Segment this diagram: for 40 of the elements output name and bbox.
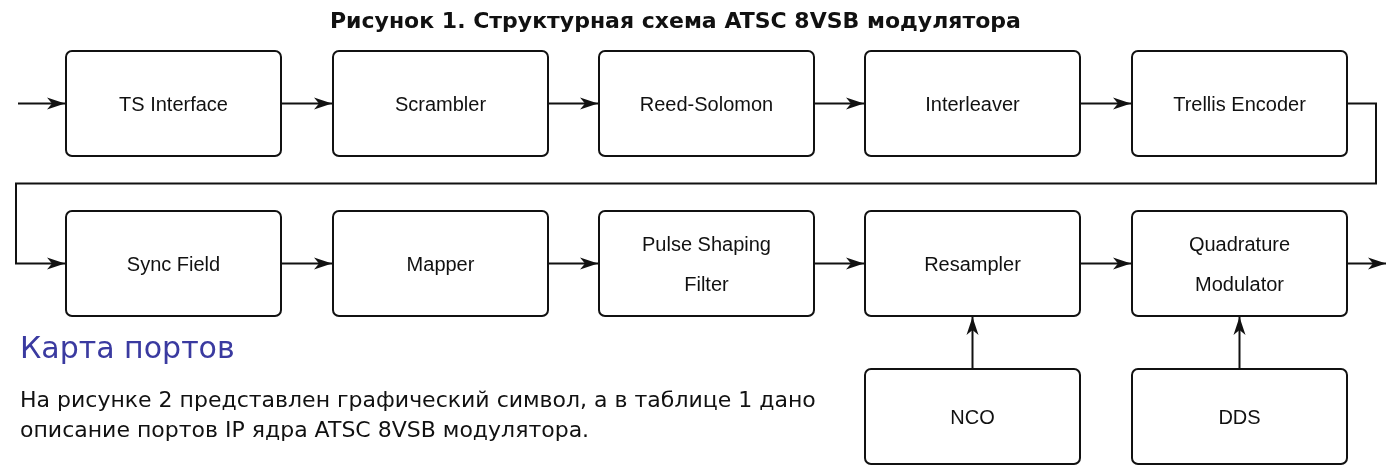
figure-title: Рисунок 1. Структурная схема ATSC 8VSB модулятора: [330, 8, 1021, 33]
block-label: Pulse Shaping Filter: [641, 231, 772, 297]
block-label: TS Interface: [119, 91, 228, 117]
process-box: [1131, 50, 1348, 157]
block-label: Resampler: [924, 251, 1021, 277]
block-label: Interleaver: [925, 91, 1020, 117]
block-label: Quadrature Modulator: [1187, 231, 1292, 297]
process-box: [864, 210, 1081, 317]
block-label: Sync Field: [126, 251, 221, 277]
description-paragraph: На рисунке 2 представлен графический символ, а в таблице 1 дано описание портов IP ядра ATSC 8VSB модулятора.: [20, 386, 817, 444]
arrow: [1347, 257, 1387, 270]
block-label: Mapper: [406, 251, 475, 277]
arrow: [548, 97, 599, 110]
arrow: [281, 97, 333, 110]
arrow: [966, 316, 979, 369]
arrow: [17, 97, 66, 110]
block-label: Scrambler: [394, 91, 487, 117]
process-box: [598, 210, 815, 317]
arrow: [814, 257, 865, 270]
block-label: Reed-Solomon: [639, 91, 774, 117]
block-label: DDS: [1218, 404, 1261, 430]
process-box: [598, 50, 815, 157]
block-label: Trellis Encoder: [1173, 91, 1306, 117]
process-box: [65, 50, 282, 157]
block-label: NCO: [950, 404, 995, 430]
arrow: [15, 102, 1377, 270]
arrow: [814, 97, 865, 110]
arrow: [548, 257, 599, 270]
process-box: [1131, 368, 1348, 465]
section-heading: Карта портов: [20, 330, 235, 365]
arrow: [1233, 316, 1246, 369]
arrow: [1080, 257, 1132, 270]
process-box: [864, 368, 1081, 465]
process-box: [65, 210, 282, 317]
process-box: [332, 210, 549, 317]
arrow: [1080, 97, 1132, 110]
process-box: [1131, 210, 1348, 317]
process-box: [332, 50, 549, 157]
process-box: [864, 50, 1081, 157]
arrow: [281, 257, 333, 270]
